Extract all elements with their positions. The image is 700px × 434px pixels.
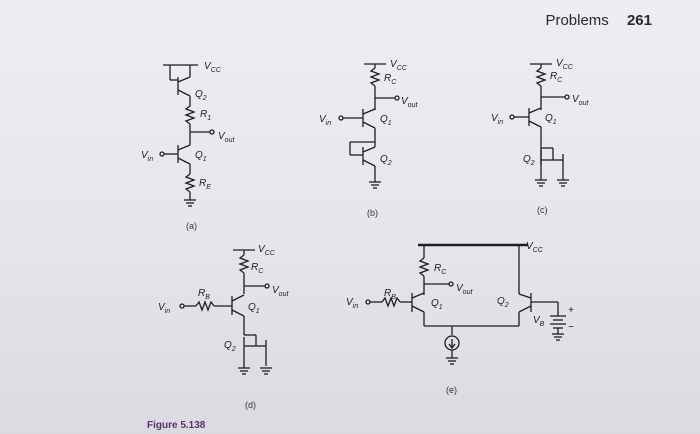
vcc-label: VCC (556, 58, 574, 71)
q1-emitter (411, 305, 425, 313)
rb-resistor (195, 300, 215, 312)
vin-terminal (179, 303, 185, 309)
vout-label: Vout (456, 283, 473, 296)
q2-collector (177, 76, 191, 83)
q2-collector (362, 146, 376, 153)
circuit-e: VCC RC Vout RB Vin Q1 (346, 241, 574, 395)
q2-collector (518, 293, 532, 299)
caption-e: (e) (446, 385, 457, 395)
caption-a: (a) (186, 221, 197, 231)
vin-terminal (509, 114, 515, 120)
q1-emitter (362, 121, 376, 129)
vin-label: Vin (141, 150, 153, 163)
rb-label: RB (198, 288, 210, 301)
vin-terminal (159, 151, 165, 157)
vin-label: Vin (491, 113, 503, 126)
q1-collector (231, 294, 245, 302)
vin-label: Vin (346, 297, 358, 310)
current-arrow-icon (448, 343, 456, 350)
q1-collector (177, 144, 191, 151)
rc-label: RC (434, 263, 447, 276)
q2-label: Q2 (380, 154, 392, 167)
plus-sign: + (568, 305, 574, 316)
caption-c: (c) (537, 205, 548, 215)
q2-label: Q2 (523, 154, 535, 167)
q1-label: Q1 (431, 298, 443, 311)
q2-label: Q2 (497, 296, 509, 309)
q1-collector (411, 292, 425, 299)
r1-resistor (184, 105, 196, 125)
r1-label: R1 (200, 109, 211, 122)
rc-resistor (369, 67, 381, 87)
rc-resistor (535, 67, 547, 87)
q2-emitter (518, 305, 532, 313)
q1-emitter (528, 120, 542, 128)
rb-resistor (381, 296, 401, 308)
q1-label: Q1 (195, 150, 207, 163)
vcc-label: VCC (204, 61, 222, 74)
page-number: 261 (626, 12, 652, 29)
vout-terminal (394, 95, 400, 101)
figure-caption: Figure 5.138 (147, 420, 206, 431)
circuit-a: VCC Q2 R1 Vout Vin Q1 (141, 61, 235, 231)
vout-label: Vout (272, 285, 289, 298)
section-title: Problems (545, 12, 609, 29)
circuit-d: VCC RC Vout RB Vin Q1 Q2 (158, 244, 289, 410)
vout-terminal (448, 281, 454, 287)
q2-label: Q2 (195, 89, 207, 102)
vcc-label: VCC (258, 244, 276, 257)
circuit-c: VCC RC Vout Vin Q1 Q2 (491, 58, 589, 215)
vin-label: Vin (319, 114, 331, 127)
q1-label: Q1 (545, 113, 557, 126)
page-header: Problems 261 (545, 12, 652, 29)
q1-emitter (231, 309, 245, 317)
circuit-b: VCC RC Vout Vin Q1 Q2 (319, 59, 418, 218)
vout-terminal (264, 283, 270, 289)
rc-label: RC (550, 71, 563, 84)
rc-resistor (238, 254, 250, 274)
caption-b: (b) (367, 208, 378, 218)
vout-label: Vout (572, 94, 589, 107)
rc-label: RC (251, 262, 264, 275)
rc-label: RC (384, 73, 397, 86)
rb-label: RB (384, 288, 396, 301)
vin-terminal (338, 115, 344, 121)
vin-terminal (365, 299, 371, 305)
minus-sign: − (568, 322, 574, 333)
q1-collector (528, 107, 542, 114)
vcc-label: VCC (390, 59, 408, 72)
q2-emitter (177, 89, 191, 97)
q1-label: Q1 (380, 114, 392, 127)
vcc-label: VCC (526, 241, 544, 254)
q1-label: Q1 (248, 302, 260, 315)
vin-label: Vin (158, 302, 170, 315)
q1-collector (362, 108, 376, 115)
caption-d: (d) (245, 400, 256, 410)
q1-emitter (177, 157, 191, 165)
vout-terminal (564, 94, 570, 100)
rc-resistor (418, 257, 430, 277)
vout-label: Vout (401, 96, 418, 109)
q2-label: Q2 (224, 340, 236, 353)
q2-emitter (362, 159, 376, 167)
vout-label: Vout (218, 131, 235, 144)
vb-label: VB (533, 315, 545, 328)
vout-terminal (209, 129, 215, 135)
re-label: RE (199, 178, 211, 191)
re-resistor (184, 173, 196, 193)
